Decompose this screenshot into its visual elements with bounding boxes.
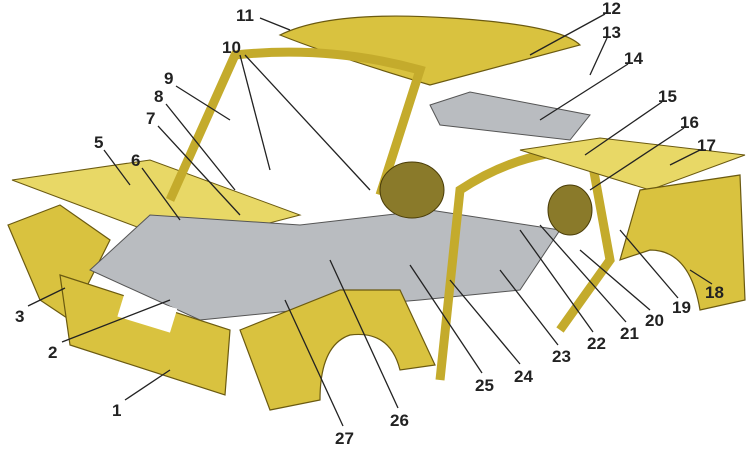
callout-26: 26	[390, 411, 409, 430]
wheel-arch	[379, 161, 445, 219]
leader-15	[584, 101, 663, 156]
leader-21	[539, 224, 627, 323]
leader-9	[175, 85, 231, 121]
callout-8: 8	[154, 87, 163, 106]
callout-7: 7	[146, 109, 155, 128]
front-panel-opening	[117, 292, 178, 333]
leader-10a	[239, 54, 271, 171]
leader-8	[165, 103, 236, 191]
rear-wheel-arch	[547, 184, 593, 236]
leader-2	[61, 299, 171, 343]
leader-20	[579, 249, 651, 311]
leader-17	[669, 149, 701, 166]
leader-22	[519, 229, 594, 333]
callout-20: 20	[645, 311, 664, 330]
callout-25: 25	[475, 376, 494, 395]
leader-3	[27, 287, 66, 307]
callout-14: 14	[624, 49, 643, 68]
leader-13	[589, 37, 608, 76]
trunk-lid	[519, 137, 746, 191]
callout-6: 6	[131, 151, 140, 170]
floor-pan	[89, 209, 561, 321]
leader-6	[141, 167, 181, 221]
front-fender-left	[7, 204, 111, 321]
callout-21: 21	[620, 324, 639, 343]
front-fender-right	[239, 289, 436, 411]
callout-23: 23	[552, 347, 571, 366]
callout-24: 24	[514, 367, 533, 386]
leader-14	[539, 63, 629, 121]
leader-12	[529, 13, 606, 56]
leader-24	[449, 279, 521, 365]
leader-5	[103, 149, 131, 186]
callout-10: 10	[222, 38, 241, 57]
callout-19: 19	[672, 298, 691, 317]
callout-17: 17	[697, 136, 716, 155]
callout-labels: 1 2 3 5 6 7 8 9 10 11 12 13 14 15 16 17 …	[15, 0, 724, 448]
callout-1: 1	[112, 401, 121, 420]
leader-26	[329, 259, 399, 409]
leader-19	[619, 229, 679, 299]
leader-16	[589, 127, 685, 191]
callout-16: 16	[680, 113, 699, 132]
leader-23	[499, 269, 559, 346]
leader-27	[284, 299, 344, 427]
callout-22: 22	[587, 334, 606, 353]
leader-18	[689, 269, 713, 285]
rear-fender	[619, 174, 746, 311]
callout-15: 15	[658, 87, 677, 106]
callout-27: 27	[335, 429, 354, 448]
car-body-drawing	[7, 15, 746, 411]
leader-1	[124, 369, 171, 401]
callout-11: 11	[236, 6, 254, 25]
rear-shelf	[429, 91, 591, 141]
leader-lines	[27, 13, 713, 427]
callout-9: 9	[164, 69, 173, 88]
callout-3: 3	[15, 307, 24, 326]
leader-7	[157, 125, 241, 216]
callout-5: 5	[94, 133, 103, 152]
leader-25	[409, 264, 483, 374]
callout-12: 12	[602, 0, 621, 18]
windshield-frame	[165, 47, 426, 202]
callout-13: 13	[602, 23, 621, 42]
leader-10b	[244, 54, 371, 191]
leader-11	[259, 17, 291, 31]
callout-18: 18	[705, 283, 724, 302]
callout-2: 2	[48, 343, 57, 362]
